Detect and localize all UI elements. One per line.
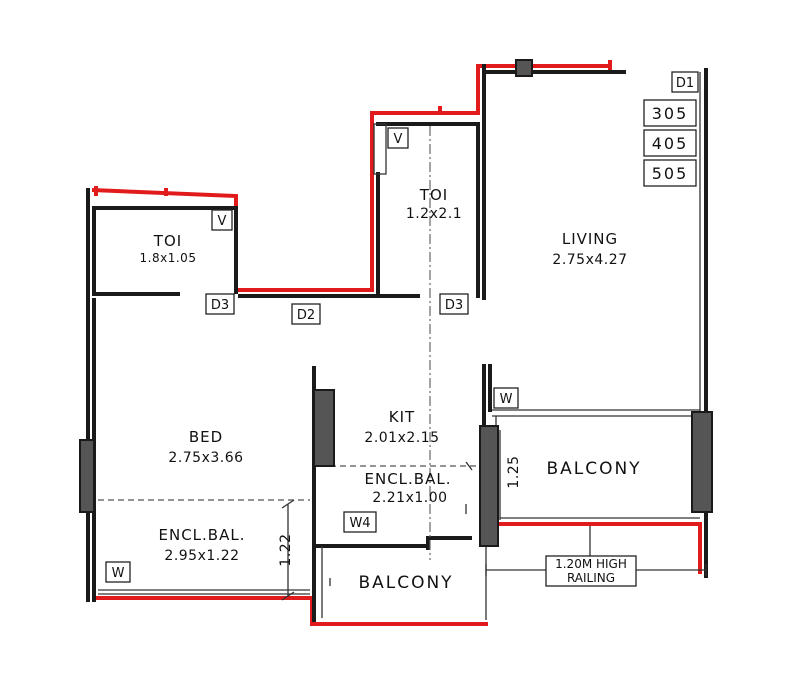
unit-number-3: 505 (652, 164, 689, 183)
living-size: 2.75x4.27 (552, 252, 627, 268)
dashed-lines (98, 126, 478, 560)
walls (86, 64, 708, 622)
encl-bal-bed-size: 2.95x1.22 (164, 548, 239, 564)
room-labels: LIVING 2.75x4.27 TOI 1.2x2.1 TOI 1.8x1.0… (140, 186, 641, 593)
column-left (79, 439, 95, 513)
svg-text:D3: D3 (211, 298, 229, 313)
kit-size: 2.01x2.15 (364, 430, 439, 446)
tag-d2: D2 (291, 303, 321, 325)
tag-d1: D1 (671, 71, 699, 93)
bed-size: 2.75x3.66 (168, 450, 243, 466)
column-kitchen-right (479, 425, 499, 547)
toi-right-name: TOI (419, 186, 448, 204)
bed-name: BED (189, 428, 223, 446)
railing-note-line1: 1.20M HIGH (555, 557, 627, 571)
columns (79, 59, 713, 547)
svg-text:D3: D3 (445, 298, 463, 313)
tag-w-bed: W (105, 561, 131, 583)
column-kitchen-left (313, 389, 335, 467)
unit-numbers: 305 405 505 (643, 99, 697, 187)
unit-number-2: 405 (652, 134, 689, 153)
column-right (691, 411, 713, 513)
tag-w4: W4 (343, 511, 377, 533)
svg-text:W: W (500, 392, 513, 407)
balcony-bottom-name: BALCONY (358, 573, 453, 593)
tag-w-living: W (493, 387, 519, 409)
railing-note-line2: RAILING (567, 571, 615, 585)
toi-left-name: TOI (153, 232, 182, 250)
toi-left-size: 1.8x1.05 (140, 251, 197, 265)
unit-number-1: 305 (652, 104, 689, 123)
kit-name: KIT (389, 408, 415, 426)
svg-text:D1: D1 (676, 76, 694, 91)
svg-text:W4: W4 (349, 516, 370, 531)
tag-d3-left: D3 (205, 293, 235, 315)
toi-right-size: 1.2x2.1 (406, 206, 462, 222)
tag-v-left: V (211, 209, 233, 231)
svg-text:D2: D2 (297, 308, 315, 323)
column-top (515, 59, 533, 77)
svg-text:V: V (218, 214, 227, 229)
tags: D1 D2 D3 D3 V V W W (105, 71, 699, 583)
railing-note: 1.20M HIGH RAILING (545, 555, 637, 587)
dim-1-25: 1.25 (506, 455, 522, 488)
svg-text:W: W (112, 566, 125, 581)
svg-text:V: V (394, 132, 403, 147)
balcony-right-name: BALCONY (546, 459, 641, 479)
encl-bal-kit-name: ENCL.BAL. (365, 470, 452, 488)
dim-1-22: 1.22 (278, 533, 294, 566)
encl-bal-bed-name: ENCL.BAL. (159, 526, 246, 544)
encl-bal-kit-size: 2.21x1.00 (372, 490, 447, 506)
living-name: LIVING (562, 230, 618, 248)
tag-d3-right: D3 (439, 293, 469, 315)
tag-v-right: V (387, 127, 409, 149)
